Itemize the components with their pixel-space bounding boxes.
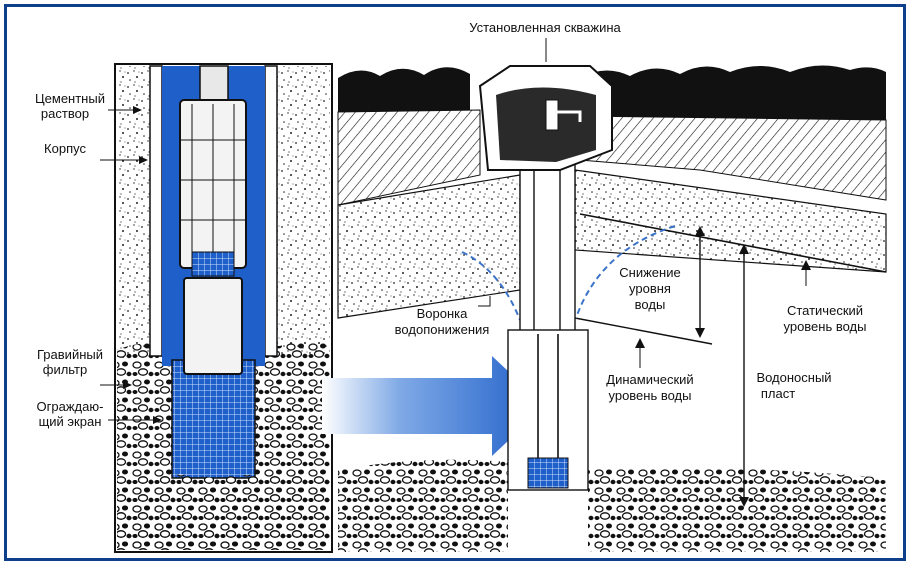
casing-label: Корпус [44, 141, 86, 156]
drawdown-label-line3: воды [634, 297, 666, 312]
screen-label-line1: Ограждаю- [36, 399, 104, 414]
gravel-filter-label-line2: фильтр [42, 362, 88, 377]
screen-label-line2: щий экран [38, 414, 102, 429]
cone-label-line2: водопонижения [394, 322, 490, 337]
aquifer-label-line2: пласт [760, 386, 796, 401]
static-level-label-line1: Статический [786, 303, 864, 318]
installed-well-label: Установленная скважина [469, 20, 621, 35]
drawdown-label-line1: Снижение [619, 265, 681, 280]
aquifer-label-line1: Водоносный [756, 370, 832, 385]
well-detail-panel [114, 63, 333, 553]
drawdown-label-line2: уровня [629, 281, 671, 296]
dynamic-level-label-line1: Динамический [606, 372, 694, 387]
cement-label-line1: Цементный [35, 91, 105, 106]
gravel-filter-label-line1: Гравийный [37, 347, 103, 362]
callout-leaders [100, 106, 162, 424]
static-level-label-line2: уровень воды [783, 319, 867, 334]
transition-arrow [322, 356, 545, 456]
cement-label-line2: раствор [40, 106, 90, 121]
landscape-scene [337, 38, 887, 552]
cone-label-line1: Воронка [416, 306, 468, 321]
dynamic-level-label-line2: уровень воды [608, 388, 692, 403]
